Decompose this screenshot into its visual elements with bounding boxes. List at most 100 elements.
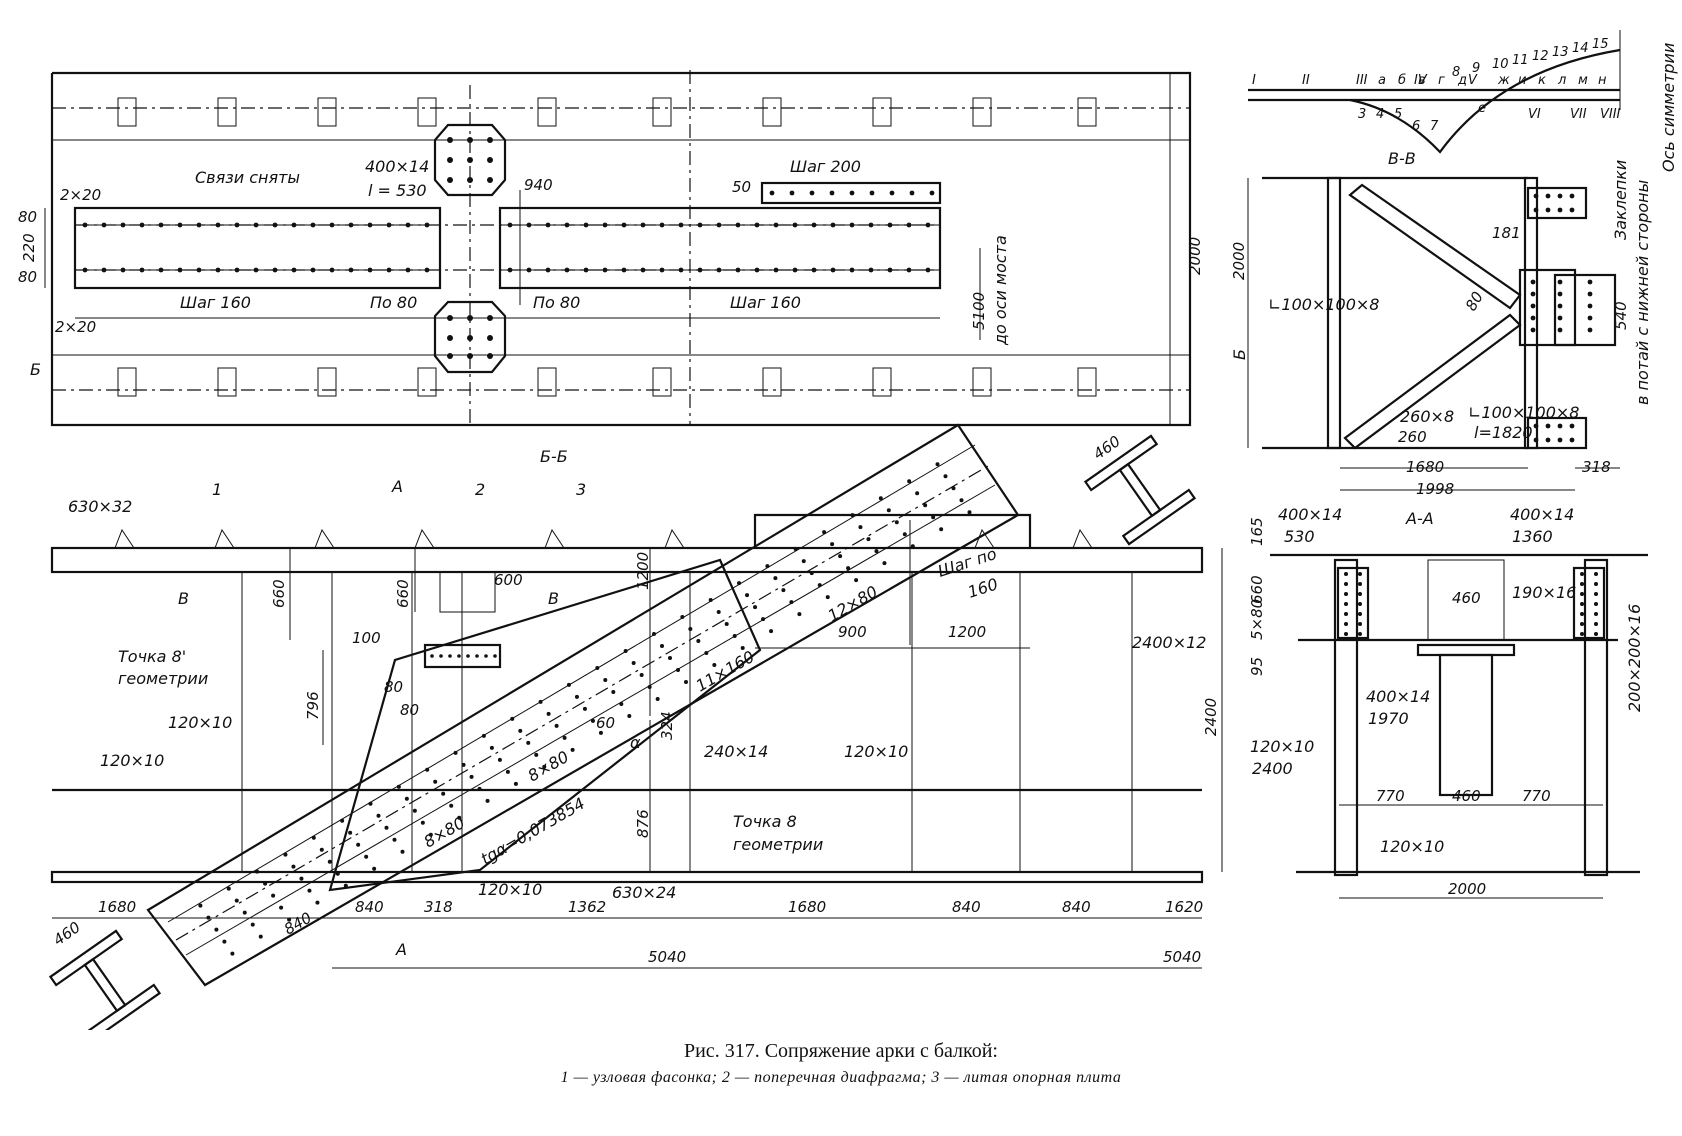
label-aa-400x14-1360-b: 1360 <box>1512 527 1553 546</box>
rivet-hole <box>627 713 632 718</box>
rivet-hole <box>850 513 855 518</box>
rivet-hole <box>215 267 221 273</box>
label-by-80-left: По 80 <box>370 293 417 312</box>
rivet-hole <box>493 654 497 658</box>
arch-number-label: 8 <box>1452 65 1460 80</box>
rivet-hole <box>889 190 895 196</box>
rivet-hole <box>849 222 855 228</box>
rivet-hole <box>457 654 461 658</box>
rivet-hole <box>291 222 297 228</box>
dim-aa-770-left: 770 <box>1376 787 1405 805</box>
rivet-hole <box>887 222 893 228</box>
label-web-2400x12: 2400×12 <box>1132 633 1206 652</box>
rivet-hole <box>1530 303 1536 309</box>
dim-660-a: 660 <box>270 579 288 608</box>
rivet-hole <box>222 939 227 944</box>
rivet-hole <box>396 784 401 789</box>
plan-cutouts-top <box>117 97 1097 127</box>
rivet-hole <box>1344 612 1348 616</box>
rivet-hole <box>461 762 466 767</box>
rivet-hole <box>753 605 758 610</box>
rivet-hole <box>659 267 665 273</box>
rivet-hole <box>120 222 126 228</box>
section-mark-a-bottom: А <box>395 940 407 959</box>
rivet-hole <box>206 915 211 920</box>
arch-number-label: 14 <box>1572 41 1589 56</box>
dim-vv-260: 260 <box>1398 428 1427 446</box>
arch-letter-label: ж <box>1497 73 1510 88</box>
dim-vv-2000: 2000 <box>1230 242 1248 280</box>
rivet-hole <box>198 903 203 908</box>
rivet-hole <box>858 525 863 530</box>
rivet-hole <box>283 852 288 857</box>
rivet-hole <box>564 267 570 273</box>
rivet-hole <box>310 267 316 273</box>
rivet-hole <box>430 654 434 658</box>
rivet-hole <box>139 267 145 273</box>
dim-chain-1620: 1620 <box>1165 898 1203 916</box>
section-vv <box>1247 176 1620 491</box>
rivet-hole <box>939 527 944 532</box>
rivet-hole <box>554 723 559 728</box>
dim-aa-770-right: 770 <box>1522 787 1551 805</box>
arch-roman-label: VI <box>1528 107 1541 122</box>
i-section-top <box>1083 434 1197 546</box>
rivet-hole <box>234 898 239 903</box>
label-vv-angle-diagonal: ∟100×100×8 <box>1468 403 1579 422</box>
rivet-hole <box>384 825 389 830</box>
rivet-hole <box>439 654 443 658</box>
rivet-hole <box>809 190 815 196</box>
aa-web-left <box>1333 558 1359 877</box>
rivet-hole <box>466 654 470 658</box>
rivet-hole <box>801 559 806 564</box>
label-vv-plate-260x8: 260×8 <box>1400 407 1454 426</box>
arch-roman-label: IV <box>1414 73 1428 88</box>
rivet-hole <box>1545 423 1551 429</box>
rivet-hole <box>1557 291 1563 297</box>
rivet-hole <box>583 267 589 273</box>
rivet-hole <box>716 267 722 273</box>
label-aa-400x14-1360: 400×14 <box>1510 505 1574 524</box>
i-section-bottom <box>48 929 162 1030</box>
top-flange <box>50 546 1204 574</box>
top-brackets <box>114 528 1093 549</box>
rivet-hole <box>215 222 221 228</box>
dim-876: 876 <box>634 809 652 838</box>
section-mark-a-top: А <box>391 477 403 496</box>
transverse-diaphragm <box>439 571 496 613</box>
rivet-hole <box>263 881 268 886</box>
label-spacing-160-2: 160 <box>965 574 1000 602</box>
rivet-hole <box>343 883 348 888</box>
splice-strip <box>760 181 942 205</box>
section-mark-v-left: В <box>178 589 189 608</box>
rivet-hole <box>1358 592 1362 596</box>
dim-2x20-top: 2×20 <box>60 186 101 204</box>
rivet-hole <box>253 267 259 273</box>
arch-beam-junction-drawing: Связи сняты 400×14 l = 530 Шаг 200 Шаг 1… <box>18 30 1678 1030</box>
rivet-hole <box>101 222 107 228</box>
rivet-hole <box>271 893 276 898</box>
rivet-hole <box>1587 327 1593 333</box>
rivet-hole <box>542 764 547 769</box>
rivet-hole <box>849 190 855 196</box>
label-aa-190x16: 190×16 <box>1512 583 1576 602</box>
rivet-hole <box>420 820 425 825</box>
rivet-hole <box>196 222 202 228</box>
aa-rivet-group-left <box>1336 566 1370 640</box>
label-rivets-note: Заклепки <box>1611 160 1630 240</box>
arch-roman-label: V <box>1468 73 1478 88</box>
rivet-hole <box>696 639 701 644</box>
rivet-hole <box>534 752 539 757</box>
label-aa-120x10-2400: 120×10 <box>1250 737 1314 756</box>
rivet-hole <box>887 267 893 273</box>
rivet-hole <box>234 222 240 228</box>
rivet-hole <box>640 222 646 228</box>
rivet-hole <box>923 503 928 508</box>
rivet-hole <box>574 694 579 699</box>
label-item-1: 1 <box>212 480 222 499</box>
rivet-hole <box>1344 592 1348 596</box>
label-aa-400x14-1970-b: 1970 <box>1368 709 1409 728</box>
brace-left <box>73 206 442 290</box>
dim-chain-840-a: 840 <box>355 898 384 916</box>
rivet-hole <box>1530 315 1536 321</box>
